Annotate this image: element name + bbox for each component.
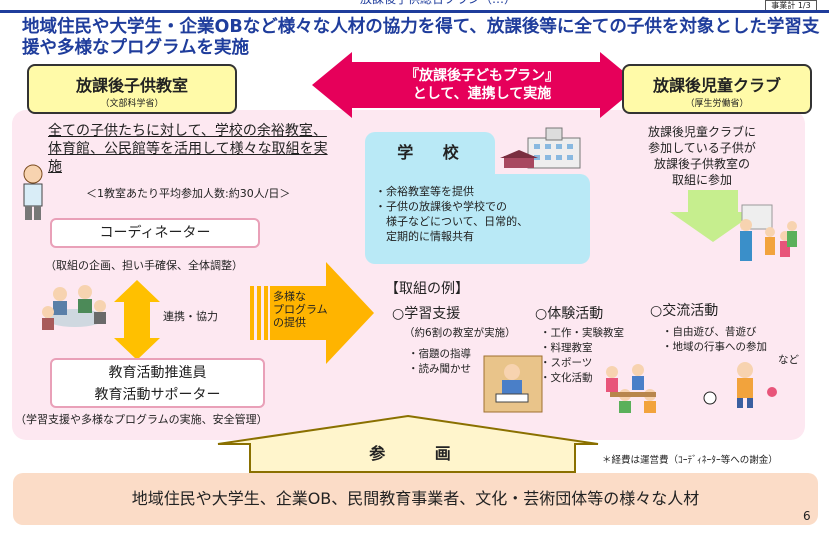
exchange-heading: ○交流活動 xyxy=(650,303,719,319)
program-arrow xyxy=(270,262,374,364)
study-support-item: ・宿題の指導 xyxy=(408,348,471,360)
community-resources-bar: 地域住民や大学生、企業OB、民間教育事業者、文化・芸術団体等の様々な人材 xyxy=(13,473,818,525)
school-item: ・余裕教室等を提供 xyxy=(375,185,474,198)
plan-label-line1: 『放課後子どもプラン』 xyxy=(405,68,559,84)
club-down-arrow xyxy=(670,190,756,242)
classroom-children-icon xyxy=(606,364,656,413)
page-number: 6 xyxy=(803,509,811,523)
school-building-icon xyxy=(500,127,581,169)
afterschool-classroom-title: 放課後子供教室 xyxy=(75,76,188,95)
school-title: 学 校 xyxy=(365,132,495,174)
exchange-item: ・自由遊び、昔遊び xyxy=(662,326,757,338)
promoter-box: 教育活動推進員 教育活動サポーター xyxy=(50,358,265,408)
arrow-label-line: 多様な xyxy=(273,290,306,303)
average-participants-note: ＜1教室あたり平均参加人数:約30人/日＞ xyxy=(86,187,291,200)
coordinator-note: （取組の企画、担い手確保、全体調整） xyxy=(45,259,243,272)
lead-description: 全ての子供たちに対して、学校の余裕教室、体育館、公民館等を活用して様々な取組を実… xyxy=(48,123,328,175)
experience-item: ・文化活動 xyxy=(540,372,593,384)
afterschool-club-title: 放課後児童クラブ xyxy=(652,76,781,95)
study-support-item: ・読み聞かせ xyxy=(408,363,471,375)
arrow-label-line: プログラム xyxy=(273,303,328,316)
playing-kids-icon xyxy=(703,362,777,408)
plan-label-line2: として、連携して実施 xyxy=(412,86,552,102)
participation-arrow xyxy=(217,414,599,473)
promoter-line2: 教育活動サポーター xyxy=(94,387,221,403)
school-description: ・余裕教室等を提供 ・子供の放課後や学校での 様子などについて、日常的、 定期的… xyxy=(365,174,590,264)
cost-note: ＊経費は運営費（ｺｰﾃﾞｨﾈｰﾀｰ等への謝金） xyxy=(602,455,778,466)
link-double-arrow xyxy=(114,280,160,360)
promoter-line1: 教育活動推進員 xyxy=(108,365,207,381)
reading-child-icon xyxy=(483,355,543,413)
afterschool-club-box: 放課後児童クラブ （厚生労働省） xyxy=(622,64,812,114)
exchange-item: ・地域の行事への参加 xyxy=(662,341,767,353)
coordinator-box: コーディネーター xyxy=(50,218,260,248)
experience-item: ・工作・実験教室 xyxy=(540,327,624,339)
study-support-note: （約6割の教室が実施） xyxy=(404,327,516,339)
program-arrow-label: 多様な プログラム の提供 xyxy=(273,290,328,329)
club-desc-line: 放課後子供教室の xyxy=(653,157,750,171)
afterschool-club-ministry: （厚生労働省） xyxy=(685,99,749,109)
school-item: 様子などについて、日常的、 xyxy=(375,215,529,228)
club-children-icon xyxy=(740,204,797,261)
club-description: 放課後児童クラブに 参加している子供が 放課後子供教室の 取組に参加 xyxy=(632,124,772,188)
experience-item: ・スポーツ xyxy=(540,357,593,369)
cooperation-label: 連携・協力 xyxy=(163,310,218,323)
participation-label: 参 画 xyxy=(369,444,473,463)
experience-heading: ○体験活動 xyxy=(535,306,604,322)
club-desc-line: 参加している子供が xyxy=(648,141,756,155)
exchange-item: など xyxy=(778,354,799,366)
club-desc-line: 放課後児童クラブに xyxy=(647,125,756,139)
examples-title: 【取組の例】 xyxy=(385,281,469,297)
meeting-people-icon xyxy=(42,285,106,330)
school-item: ・子供の放課後や学校での xyxy=(375,200,507,213)
afterschool-classroom-box: 放課後子供教室 （文部科学省） xyxy=(27,64,237,114)
club-desc-line: 取組に参加 xyxy=(671,173,732,187)
afterschool-classroom-ministry: （文部科学省） xyxy=(100,99,164,109)
study-support-heading: ○学習支援 xyxy=(392,306,461,322)
plan-label: 『放課後子どもプラン』 として、連携して実施 xyxy=(352,67,612,103)
experience-item: ・料理教室 xyxy=(540,342,593,354)
corner-tag: 事業計 1/3 xyxy=(765,0,817,12)
teacher-icon xyxy=(23,164,43,220)
header-rule xyxy=(0,10,829,13)
page-headline: 地域住民や大学生・企業OBなど様々な人材の協力を得て、放課後等に全ての子供を対象… xyxy=(22,17,820,58)
school-item: 定期的に情報共有 xyxy=(375,230,474,243)
promoter-note: （学習支援や多様なプログラムの実施、安全管理） xyxy=(15,413,268,426)
plan-double-arrow xyxy=(312,52,640,118)
header-title-cut: 放課後子供総合プラン（…） xyxy=(360,0,780,8)
arrow-label-line: の提供 xyxy=(273,316,306,329)
